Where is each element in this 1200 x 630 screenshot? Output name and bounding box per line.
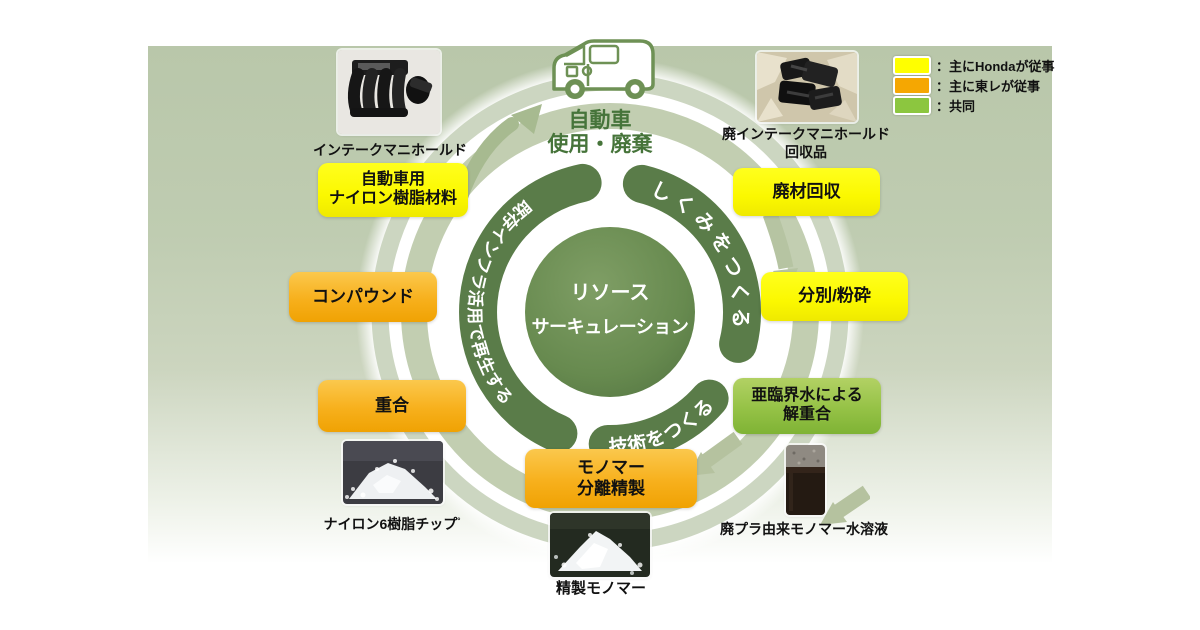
step-box-compound: コンパウンド	[289, 272, 437, 322]
monomer-solution-caption: 廃プラ由来モノマー水溶液	[720, 521, 888, 537]
depolymerization-line2: 解重合	[782, 406, 831, 423]
legend: ：主にHondaが従事 ：主に東レが従事 ：共同	[893, 55, 1055, 117]
car-stage-label-line1: 自動車	[568, 109, 632, 132]
step-box-depolymerization: 亜臨界水による 解重合	[733, 378, 881, 434]
nylon-material-line2: ナイロン樹脂材料	[328, 190, 457, 207]
center-title-line2: サーキュレーション	[532, 317, 689, 337]
legend-swatch-toray	[893, 75, 931, 95]
purified-monomer-photo	[550, 513, 650, 577]
monomer-separation-line2: 分離精製	[577, 478, 645, 498]
car-stage-label-line2: 使用・廃棄	[547, 133, 653, 156]
monomer-solution-photo	[786, 445, 825, 515]
ring-segment-create-system	[622, 164, 761, 363]
intake-manifold-photo	[338, 50, 440, 134]
monomer-separation-line1: モノマー	[577, 458, 645, 478]
waste-collection-label: 廃材回収	[772, 181, 841, 201]
center-title-line1: リソース	[571, 282, 650, 304]
nylon-material-line1: 自動車用	[360, 171, 425, 189]
legend-row-toray: ：主に東レが従事	[893, 75, 1054, 95]
waste-manifold-photo	[757, 52, 857, 122]
compound-label: コンパウンド	[312, 286, 414, 306]
cycle-arrow-bottom-right-outer	[820, 485, 870, 525]
nylon-chips-caption-mark: °	[457, 516, 461, 526]
center-circle	[525, 227, 695, 397]
intake-manifold-caption: インテークマニホールド	[313, 142, 467, 158]
legend-label-toray: ：主に東レが従事	[936, 78, 1041, 94]
step-box-sorting: 分別/粉砕	[761, 272, 908, 321]
depolymerization-line1: 亜臨界水による	[751, 387, 863, 405]
legend-swatch-honda	[893, 55, 931, 75]
legend-label-joint: ：共同	[936, 98, 976, 114]
sorting-label: 分別/粉砕	[798, 286, 871, 306]
purified-monomer-caption: 精製モノマー	[555, 580, 647, 597]
nylon-chips-caption: ナイロン6樹脂チップ°	[324, 514, 461, 534]
waste-manifold-caption-line2: 回収品	[785, 144, 827, 160]
legend-row-joint: ：共同	[893, 95, 1054, 115]
polymerization-label: 重合	[375, 395, 409, 415]
legend-row-honda: ：主にHondaが従事	[893, 55, 1055, 75]
legend-swatch-joint	[893, 95, 931, 115]
step-box-monomer-separation: モノマー 分離精製	[525, 449, 697, 508]
step-box-polymerization: 重合	[318, 380, 466, 432]
legend-label-honda: ：主にHondaが従事	[936, 58, 1055, 74]
nylon-chips-caption-text: ナイロン6樹脂チップ	[323, 516, 458, 532]
ring-segment-create-technology	[588, 379, 729, 463]
waste-manifold-caption-line1: 廃インテークマニホールド	[722, 126, 890, 142]
step-box-waste-collection: 廃材回収	[733, 168, 880, 216]
step-box-nylon-material: 自動車用 ナイロン樹脂材料	[318, 163, 468, 217]
car-icon	[540, 26, 665, 102]
ring-segment-regenerate	[459, 163, 602, 453]
nylon-chips-photo	[343, 441, 443, 504]
